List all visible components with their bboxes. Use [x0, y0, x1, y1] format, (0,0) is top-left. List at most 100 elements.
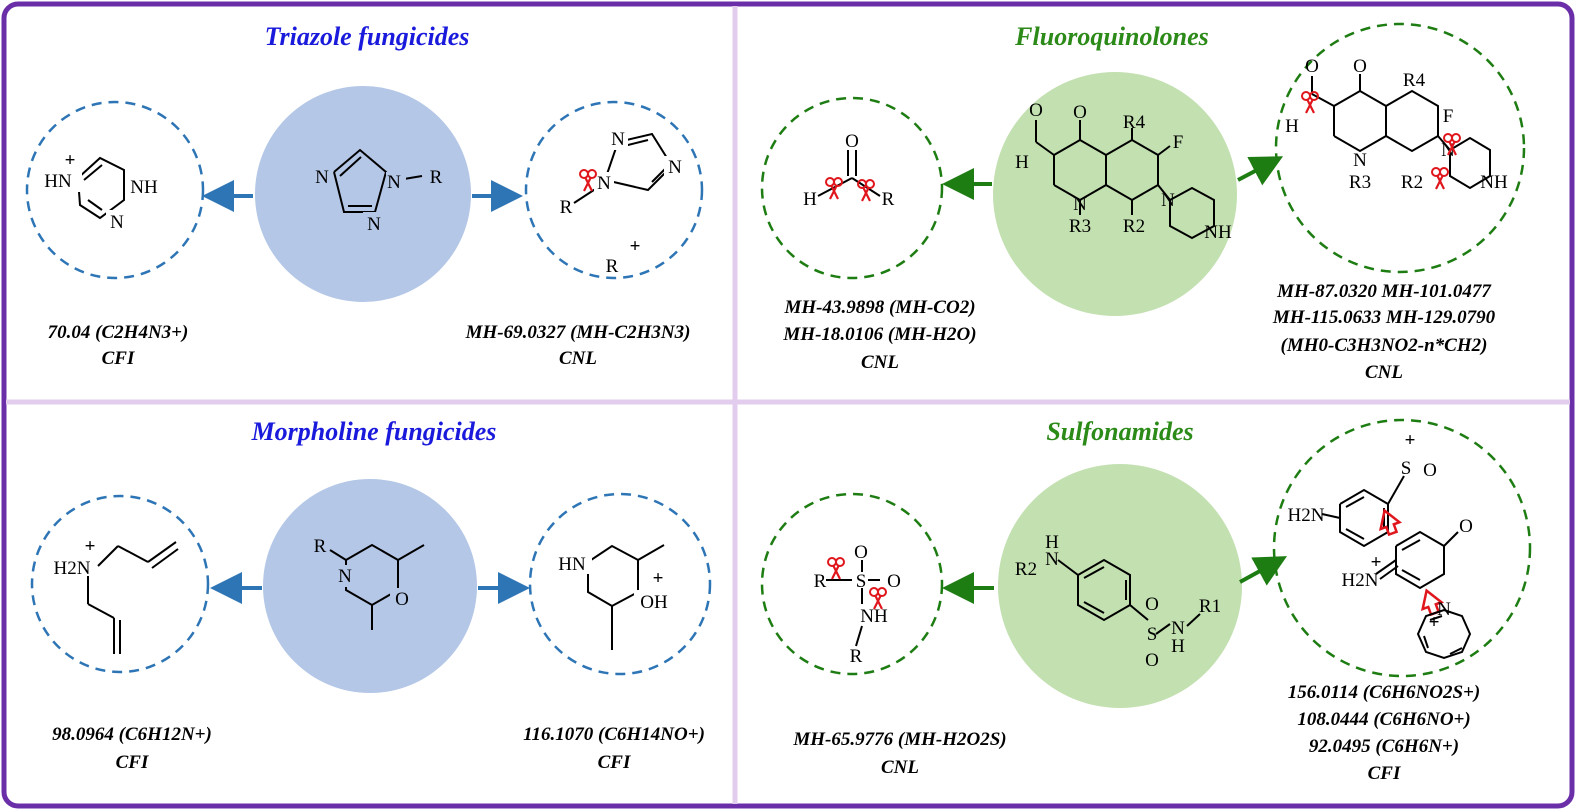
svg-text:R: R	[314, 536, 327, 557]
svg-text:S: S	[1401, 458, 1412, 479]
svg-text:O: O	[845, 131, 859, 152]
svg-text:R: R	[814, 571, 827, 592]
svg-text:N: N	[1161, 190, 1175, 211]
caption-right-line-3: 92.0495 (C6H6N+)	[1309, 736, 1459, 757]
svg-text:O: O	[1029, 100, 1043, 121]
svg-text:H2N: H2N	[1342, 570, 1379, 591]
panel-title: Triazole fungicides	[265, 22, 470, 51]
panel-triazole: Triazole fungicides N N N R	[25, 22, 704, 369]
diallylammonium-fragment: H2N +	[54, 536, 179, 654]
caption-right-line-2: 108.0444 (C6H6NO+)	[1297, 709, 1470, 730]
caption-left-line-1: 70.04 (C2H4N3+)	[48, 322, 189, 343]
svg-text:H: H	[1285, 116, 1299, 137]
fragment-circle-right	[528, 492, 712, 676]
caption-right-line-1: MH-87.0320 MH-101.0477	[1276, 281, 1492, 302]
svg-text:R: R	[882, 189, 895, 210]
svg-text:O: O	[1459, 516, 1473, 537]
svg-text:H: H	[803, 189, 817, 210]
caption-left-line-1: MH-43.9898 (MH-CO2)	[783, 297, 975, 318]
svg-text:R2: R2	[1401, 172, 1423, 193]
svg-text:+: +	[1371, 552, 1382, 573]
svg-text:N: N	[597, 173, 611, 194]
core-circle	[993, 72, 1237, 316]
svg-text:+: +	[65, 150, 76, 171]
svg-text:R4: R4	[1123, 112, 1146, 133]
fragment-circle-right	[1272, 418, 1532, 678]
svg-text:+: +	[630, 236, 641, 257]
svg-text:H2N: H2N	[1288, 505, 1325, 526]
svg-text:F: F	[1173, 132, 1184, 153]
svg-text:HN: HN	[44, 171, 72, 192]
svg-text:+: +	[1405, 430, 1416, 451]
svg-text:N: N	[1073, 194, 1087, 215]
svg-text:N: N	[367, 214, 381, 235]
panel-title: Sulfonamides	[1046, 417, 1193, 446]
caption-right-line-1: 156.0114 (C6H6NO2S+)	[1288, 682, 1480, 703]
svg-text:N: N	[315, 167, 329, 188]
svg-text:H: H	[1015, 152, 1029, 173]
core-circle	[263, 479, 477, 693]
caption-right-line-2: CFI	[598, 752, 631, 773]
panel-morpholine: Morpholine fungicides R N O	[30, 417, 712, 773]
panel-fluoroquinolones: Fluoroquinolones O O H F R4 N R3 R2	[760, 22, 1526, 383]
svg-text:O: O	[887, 571, 901, 592]
caption-right-line-1: 116.1070 (C6H14NO+)	[523, 724, 705, 745]
svg-text:R2: R2	[1015, 559, 1037, 580]
morpholinium-fragment: HN OH +	[556, 544, 674, 650]
svg-text:N: N	[668, 157, 682, 178]
svg-text:R2: R2	[1123, 216, 1145, 237]
svg-text:S: S	[856, 571, 867, 592]
caption-right-line-2: MH-115.0633 MH-129.0790	[1272, 307, 1496, 328]
svg-text:O: O	[1423, 460, 1437, 481]
svg-text:N: N	[1353, 150, 1367, 171]
svg-text:N: N	[1437, 599, 1451, 620]
svg-text:R: R	[560, 197, 573, 218]
caption-right-line-4: CNL	[1365, 362, 1403, 383]
svg-text:R3: R3	[1069, 216, 1091, 237]
core-circle	[255, 86, 471, 302]
svg-text:+: +	[653, 568, 664, 589]
svg-text:N: N	[387, 172, 401, 193]
svg-text:H2N: H2N	[54, 558, 91, 579]
core-circle	[998, 464, 1242, 708]
svg-text:N: N	[611, 129, 625, 150]
svg-text:O: O	[1145, 594, 1159, 615]
svg-text:NH: NH	[1204, 222, 1232, 243]
svg-text:NH: NH	[860, 606, 888, 627]
caption-left-line-1: 98.0964 (C6H12N+)	[52, 724, 212, 745]
svg-text:R1: R1	[1199, 596, 1221, 617]
caption-right-line-4: CFI	[1368, 763, 1401, 784]
svg-text:S: S	[1147, 624, 1158, 645]
caption-right-line-1: MH-69.0327 (MH-C2H3N3)	[465, 322, 691, 343]
svg-text:O: O	[1305, 56, 1319, 77]
svg-text:H: H	[1171, 636, 1185, 657]
caption-left-line-2: CFI	[102, 348, 135, 369]
arrow-right	[1239, 556, 1288, 586]
svg-text:+: +	[85, 536, 96, 557]
arrow-right	[1237, 156, 1284, 186]
svg-text:O: O	[1073, 102, 1087, 123]
svg-text:R: R	[850, 646, 863, 667]
quinolone-cleavage-fragment: O O H F R4 N R3 R2 N NH	[1285, 56, 1508, 193]
triazole-cleavage-fragment: N N N R R +	[560, 128, 684, 277]
svg-text:+: +	[1429, 612, 1440, 633]
sulfonyl-cleavage-fragment: R S O O NH R	[814, 542, 901, 667]
fluoroquinolone-structure: O O H F R4 N R3 R2 N NH	[1015, 100, 1232, 243]
caption-left-line-2: CNL	[881, 757, 919, 778]
triazolium-fragment: HN NH N +	[40, 150, 164, 233]
sulfonamide-structure: H N R2 S O O N H R1	[1015, 532, 1221, 671]
panel-title: Morpholine fungicides	[251, 417, 497, 446]
panel-title: Fluoroquinolones	[1014, 22, 1209, 51]
panel-sulfonamides: Sulfonamides H N R2 S O O N H R1	[760, 417, 1532, 784]
caption-left-line-2: CFI	[116, 752, 149, 773]
svg-text:R4: R4	[1403, 70, 1426, 91]
caption-right-line-3: (MH0-C3H3NO2-n*CH2)	[1281, 335, 1488, 356]
svg-text:N: N	[110, 212, 124, 233]
svg-text:HN: HN	[558, 554, 586, 575]
svg-text:N: N	[338, 566, 352, 587]
svg-text:NH: NH	[1480, 172, 1508, 193]
carbonyl-cleavage-fragment: O H R	[803, 131, 895, 210]
morpholine-structure: R N O	[314, 536, 425, 630]
caption-right-line-2: CNL	[559, 348, 597, 369]
